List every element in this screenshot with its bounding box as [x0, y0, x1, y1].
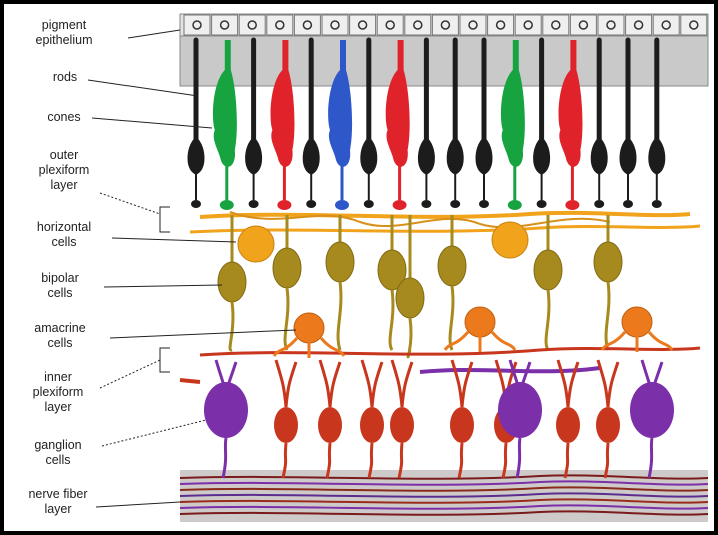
- epithelium-cell: [488, 15, 514, 35]
- epithelium-cell: [212, 15, 238, 35]
- epithelium-cell: [460, 15, 486, 35]
- epithelium-cell: [239, 15, 265, 35]
- epithelium-cell: [405, 15, 431, 35]
- bipolar-cell: [326, 215, 354, 350]
- epithelium-cell: [294, 15, 320, 35]
- amacrine-cell: [445, 307, 515, 352]
- amacrine-cell: [602, 307, 672, 352]
- bipolar-cells-label-line1: bipolar: [20, 271, 100, 286]
- epithelium-cell: [653, 15, 679, 35]
- epithelium-cell: [432, 15, 458, 35]
- epithelium-cell: [267, 15, 293, 35]
- epithelium-cell: [681, 15, 707, 35]
- bipolar-cells-label: bipolar cells: [20, 271, 100, 301]
- bipolar-cells-label-line2: cells: [20, 286, 100, 301]
- inner-plexiform-label-line2: plexiform: [18, 385, 98, 400]
- nerve-fiber-layer: [180, 470, 708, 522]
- epithelium-cell: [377, 15, 403, 35]
- outer-plexiform-label-line1: outer: [24, 148, 104, 163]
- ganglion-cells-label-line1: ganglion: [18, 438, 98, 453]
- cones-label-text: cones: [36, 110, 92, 125]
- epithelium-cell: [515, 15, 541, 35]
- outer-plexiform-layer-label: outer plexiform layer: [24, 148, 104, 193]
- epithelium-cell: [350, 15, 376, 35]
- ganglion-cell-purple: [630, 360, 674, 478]
- ganglion-cell-red: [318, 360, 342, 478]
- pigment-epithelium-label-line1: pigment: [14, 18, 114, 33]
- horizontal-cell: [492, 222, 528, 258]
- horizontal-cells-label-line1: horizontal: [14, 220, 114, 235]
- rods-label-text: rods: [40, 70, 90, 85]
- bipolar-cell: [396, 215, 424, 357]
- ganglion-cells-label: ganglion cells: [18, 438, 98, 468]
- epithelium-cell: [626, 15, 652, 35]
- inner-plexiform-layer-label: inner plexiform layer: [18, 370, 98, 415]
- outer-plexiform-label-line3: layer: [24, 178, 104, 193]
- amacrine-cells: [274, 307, 672, 358]
- epithelium-cell: [598, 15, 624, 35]
- amacrine-cells-label: amacrine cells: [18, 321, 102, 351]
- inner-plexiform-band: [180, 348, 700, 382]
- horizontal-cells-label: horizontal cells: [14, 220, 114, 250]
- amacrine-cells-label-line2: cells: [18, 336, 102, 351]
- ganglion-cells: [204, 360, 674, 478]
- cones-label: cones: [36, 110, 92, 125]
- amacrine-cells-label-line1: amacrine: [18, 321, 102, 336]
- horizontal-cells-label-line2: cells: [14, 235, 114, 250]
- pigment-epithelium-label: pigment epithelium: [14, 18, 114, 48]
- ganglion-cell-red: [390, 360, 414, 478]
- epithelium-cell: [184, 15, 210, 35]
- bipolar-cell: [438, 215, 466, 350]
- rods-label: rods: [40, 70, 90, 85]
- leader-lines: [88, 30, 296, 507]
- ganglion-cell-red: [556, 360, 580, 478]
- outer-plexiform-label-line2: plexiform: [24, 163, 104, 178]
- bipolar-cell: [534, 215, 562, 350]
- ganglion-cells-label-line2: cells: [18, 453, 98, 468]
- ganglion-cell-purple: [204, 360, 248, 478]
- ganglion-cell-red: [450, 360, 474, 478]
- nerve-fiber-layer-label: nerve fiber layer: [16, 487, 100, 517]
- nerve-fiber-label-line1: nerve fiber: [16, 487, 100, 502]
- bipolar-cell: [594, 215, 622, 350]
- ganglion-cell-red: [360, 360, 384, 478]
- epithelium-cell: [543, 15, 569, 35]
- epithelium-cell: [322, 15, 348, 35]
- nerve-fiber-label-line2: layer: [16, 502, 100, 517]
- epithelium-cell: [570, 15, 596, 35]
- ganglion-cell-red: [596, 360, 620, 478]
- ganglion-cell-red: [274, 360, 298, 478]
- inner-plexiform-label-line3: layer: [18, 400, 98, 415]
- horizontal-cell: [238, 226, 274, 262]
- pigment-epithelium-label-line2: epithelium: [14, 33, 114, 48]
- inner-plexiform-label-line1: inner: [18, 370, 98, 385]
- bipolar-cells: [218, 215, 622, 357]
